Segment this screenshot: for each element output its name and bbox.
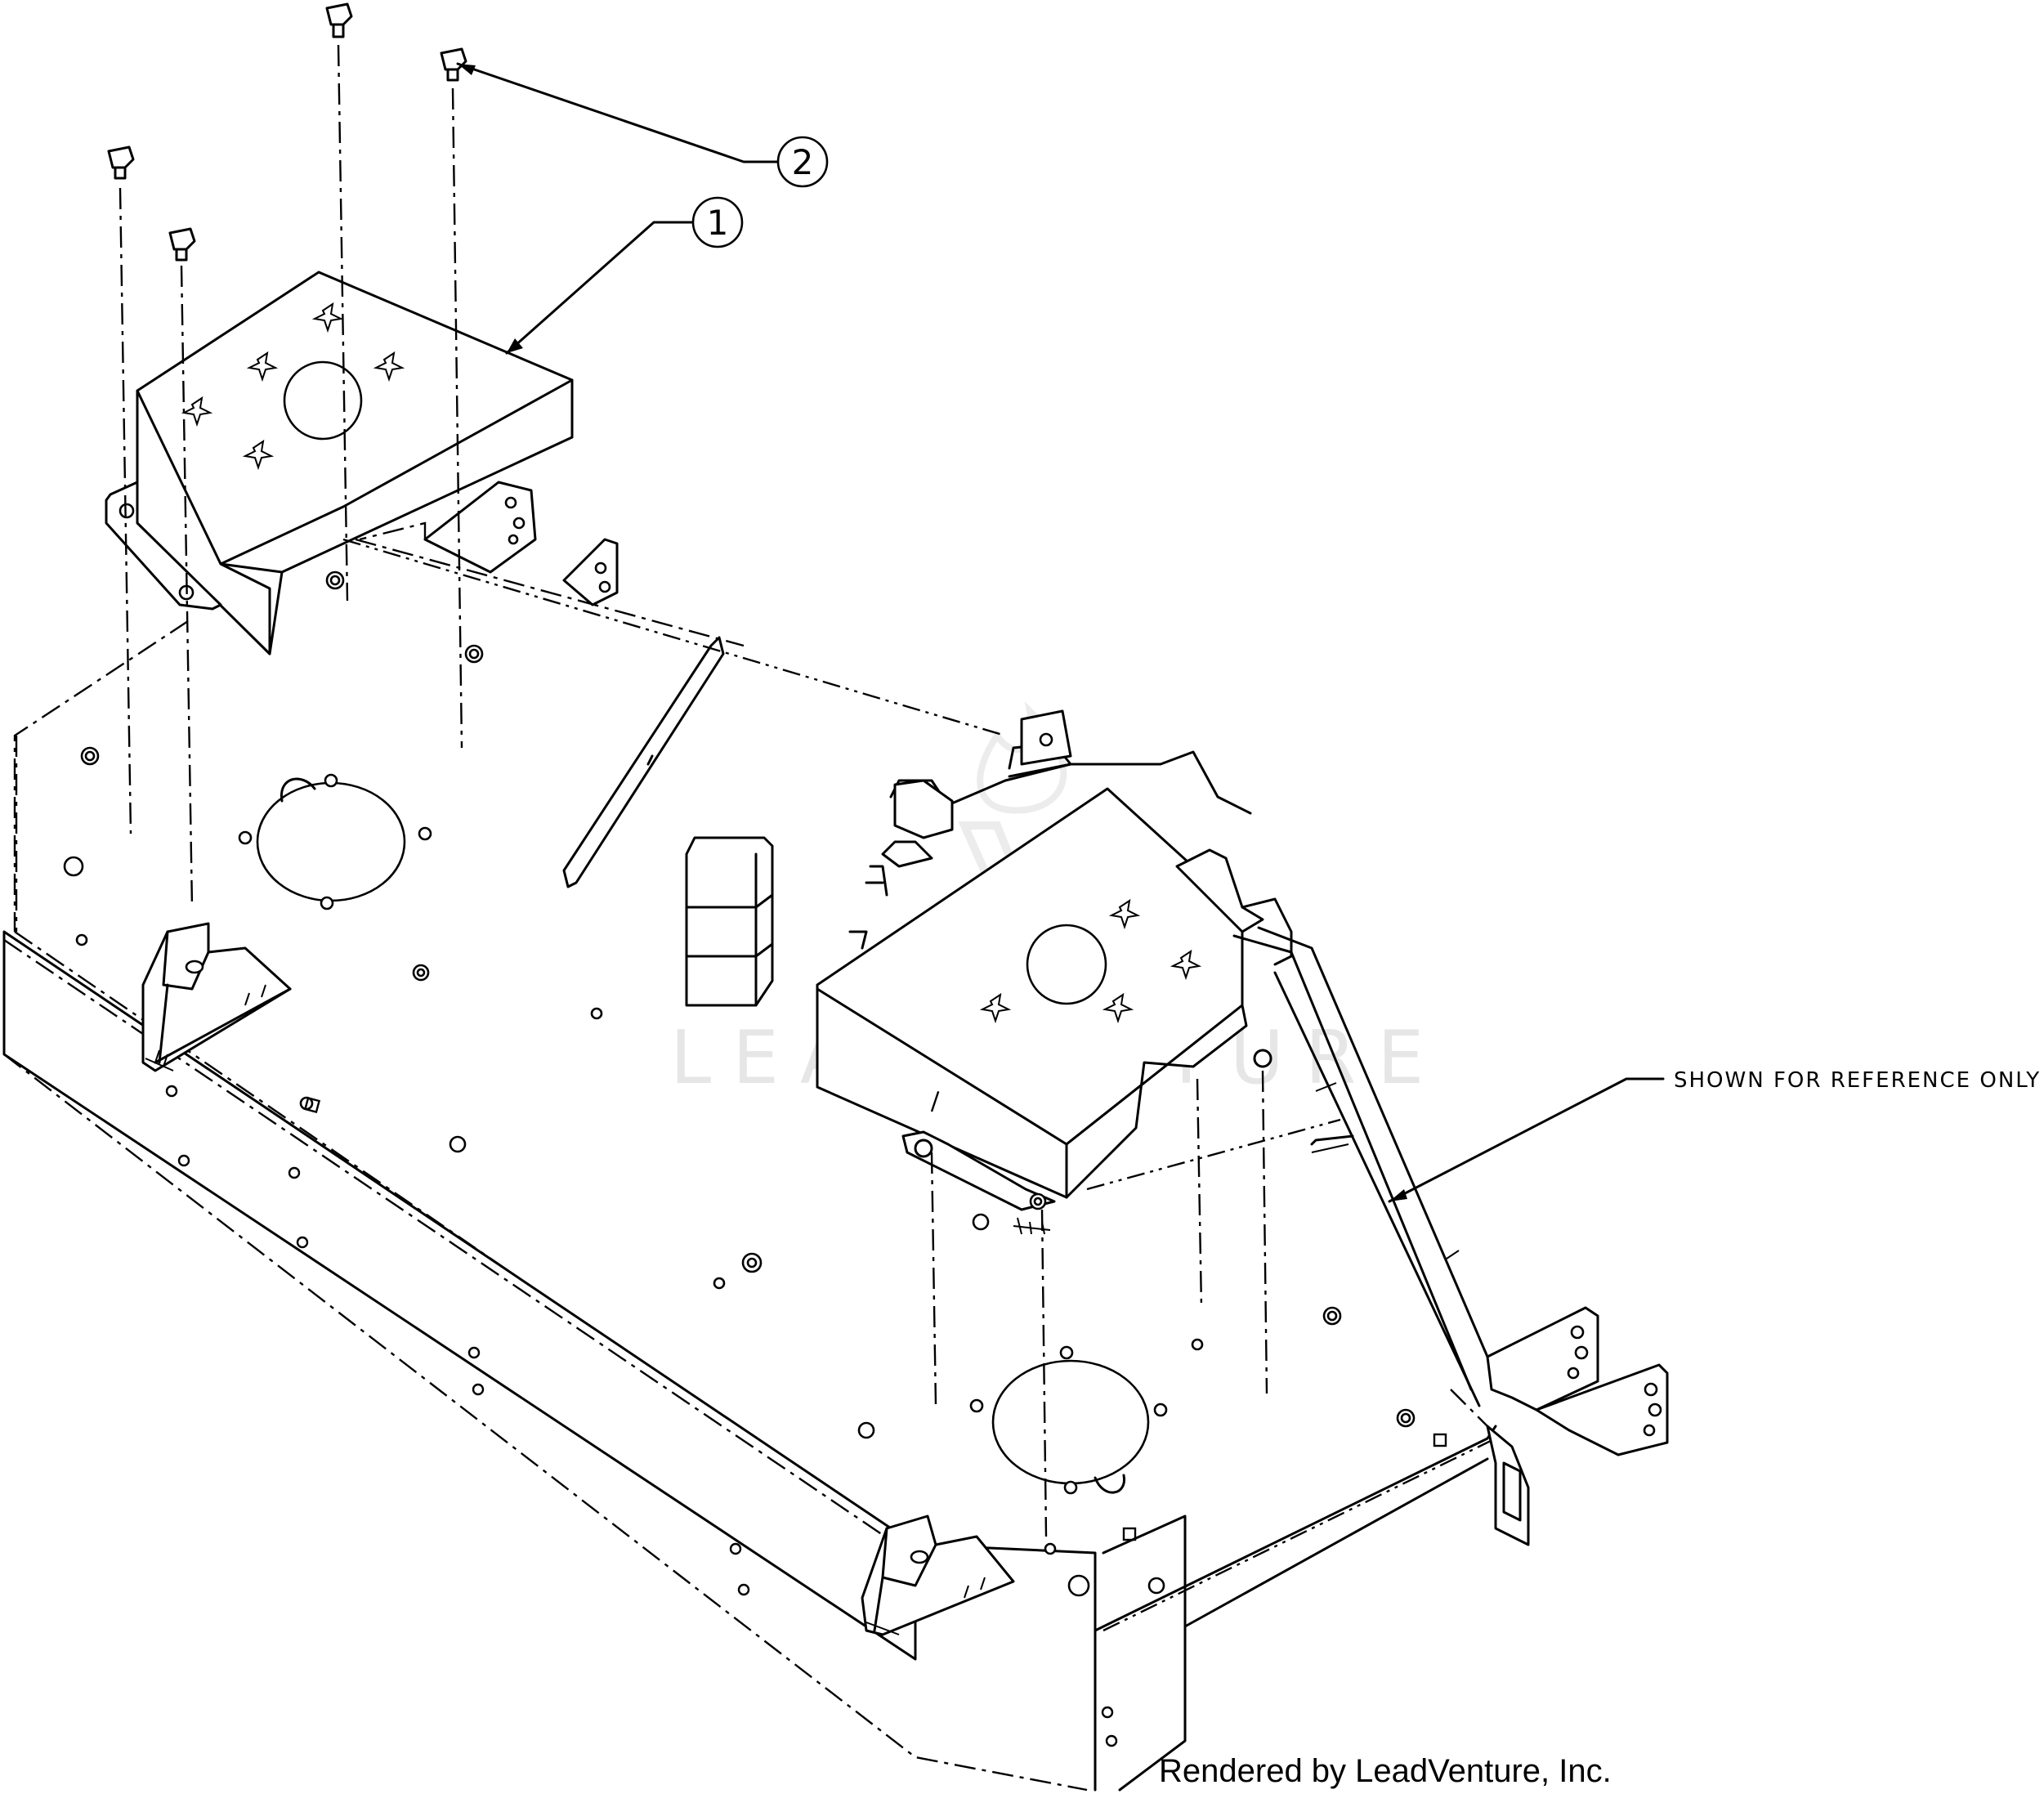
rear-hanger-brackets xyxy=(359,481,619,606)
bolt xyxy=(168,227,196,262)
right-belt-cover xyxy=(816,709,1489,1407)
callout-1-number: 1 xyxy=(707,203,729,243)
right-spindle-opening xyxy=(969,1345,1168,1495)
right-deck-stand xyxy=(861,1514,1015,1636)
assembly-centerlines xyxy=(15,44,1341,1537)
baffle-block xyxy=(685,836,774,1007)
left-spindle-opening xyxy=(238,773,432,910)
front-hanger-bracket xyxy=(1450,1306,1669,1546)
callout-2: 2 xyxy=(456,62,829,188)
bolt xyxy=(325,2,353,38)
baffle-strip xyxy=(562,636,725,888)
reference-callout: SHOWN FOR REFERENCE ONLY xyxy=(1388,1068,2041,1203)
left-belt-cover xyxy=(105,271,574,655)
bolt xyxy=(107,145,135,180)
callout-2-number: 2 xyxy=(792,142,814,182)
deck-plate xyxy=(2,538,1497,1792)
callout-1: 1 xyxy=(505,196,744,355)
credit-line: Rendered by LeadVenture, Inc. xyxy=(1159,1753,1612,1789)
deck-holes xyxy=(63,570,1447,1597)
bolts xyxy=(107,2,1272,1158)
reference-note: SHOWN FOR REFERENCE ONLY xyxy=(1674,1068,2041,1093)
left-deck-stand xyxy=(141,922,292,1072)
